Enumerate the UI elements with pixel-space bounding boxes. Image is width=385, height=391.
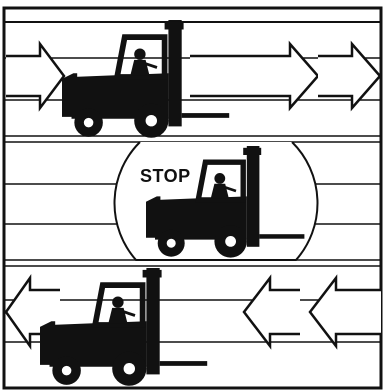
arrow-left-icon [310,278,381,346]
middle-panel: STOP [115,142,318,260]
arrow-left-icon [244,278,300,346]
forklift-icon [40,268,207,386]
top-panel [6,20,380,138]
arrow-right-icon [318,44,380,108]
arrow-right-icon [6,44,64,108]
stop-label: STOP [140,166,191,186]
bottom-panel [6,268,381,386]
arrow-right-icon [190,44,318,108]
